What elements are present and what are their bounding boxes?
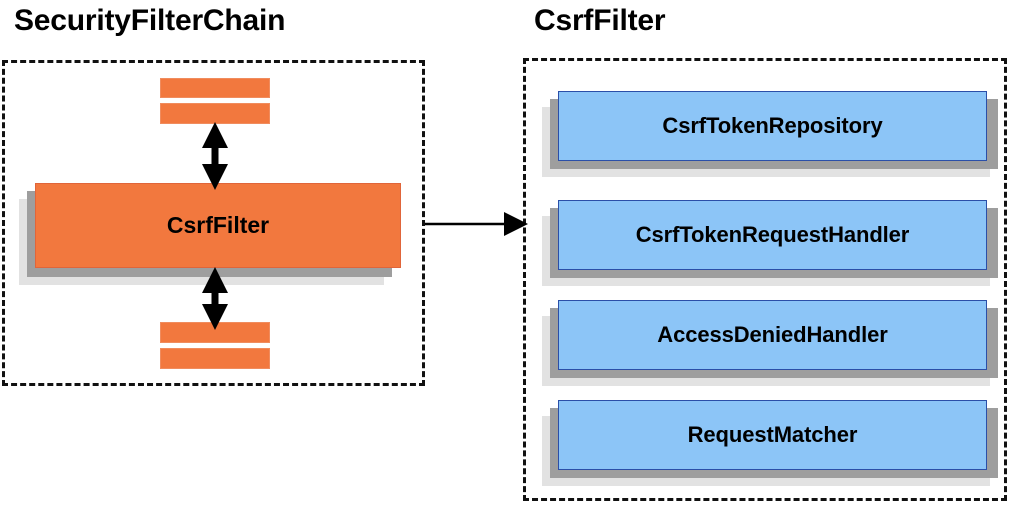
component-box-csrf-token-request-handler[interactable]: CsrfTokenRequestHandler [558,200,987,270]
component-label-2: AccessDeniedHandler [657,322,888,347]
filter-bar-lower-1 [160,322,270,343]
csrf-filter-box-label: CsrfFilter [166,212,270,238]
csrf-filter-box[interactable]: CsrfFilter [35,183,401,268]
filter-bar-upper-2 [160,103,270,124]
component-box-access-denied-handler[interactable]: AccessDeniedHandler [558,300,987,370]
component-box-csrf-token-repository[interactable]: CsrfTokenRepository [558,91,987,161]
page-title-csrf-filter: CsrfFilter [534,4,666,37]
component-label-1: CsrfTokenRequestHandler [635,222,910,247]
page-title-security-filter-chain: SecurityFilterChain [14,4,286,37]
security-filter-chain-panel [2,60,425,386]
panel-connector-arrow [425,212,528,236]
filter-bar-lower-2 [160,348,270,369]
filter-bar-upper-1 [160,78,270,98]
component-label-3: RequestMatcher [687,422,858,447]
component-label-0: CsrfTokenRepository [662,113,883,138]
component-box-request-matcher[interactable]: RequestMatcher [558,400,987,470]
csrf-filter-collaborators-panel [523,58,1007,501]
